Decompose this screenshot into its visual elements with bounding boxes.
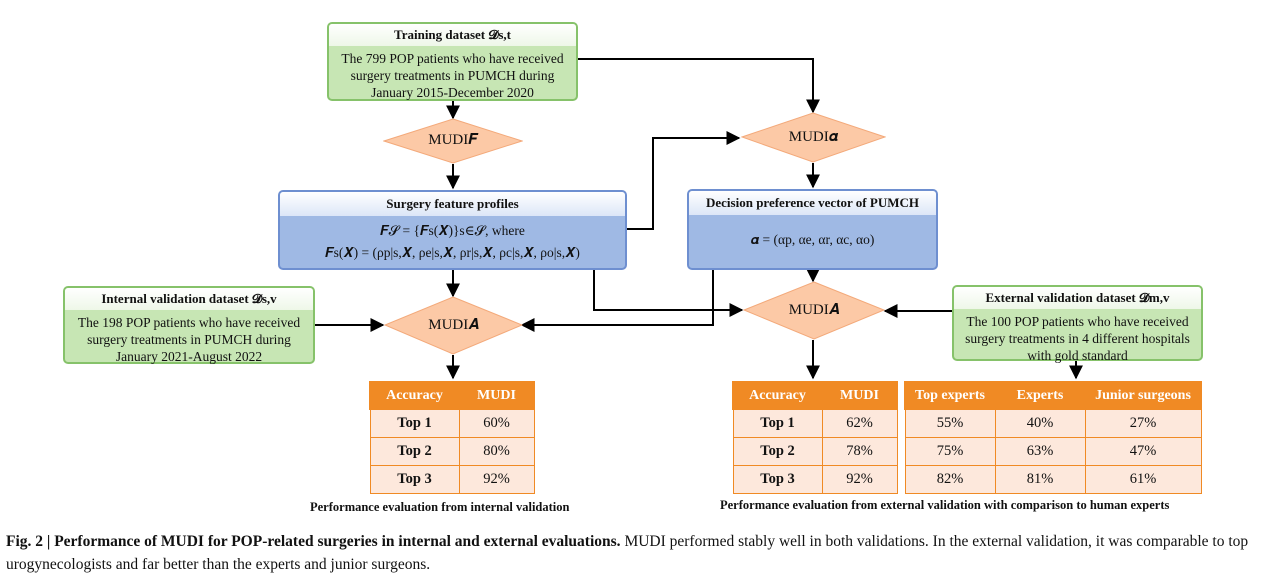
external-validation-dataset-body: The 100 POP patients who have received s… <box>965 314 1190 363</box>
table-header-top-experts: Top experts <box>904 381 996 410</box>
table-cell-value: 61% <box>1084 464 1202 494</box>
table-cell-value: 47% <box>1084 436 1202 466</box>
internal-validation-dataset-body: The 198 POP patients who have received s… <box>77 315 301 364</box>
external-evaluation-caption: Performance evaluation from external val… <box>720 498 1170 512</box>
internal-evaluation-caption: Performance evaluation from internal val… <box>310 500 570 514</box>
table-cell-value: 78% <box>821 436 898 466</box>
table-cell-value: 62% <box>821 408 898 438</box>
table-cell-value: 81% <box>994 464 1086 494</box>
table-header-mudi: MUDI <box>458 381 535 410</box>
table-cell-value: 27% <box>1084 408 1202 438</box>
internal-validation-dataset-box: Internal validation dataset 𝓓s,v The 198… <box>63 286 315 364</box>
table-row-label: Top 2 <box>732 436 823 466</box>
table-cell-value: 80% <box>458 436 535 466</box>
training-dataset-box: Training dataset 𝓓s,t The 799 POP patien… <box>327 22 578 101</box>
table-cell-value: 63% <box>994 436 1086 466</box>
table-row-label: Top 1 <box>369 408 460 438</box>
surgery-feature-profiles-title: Surgery feature profiles <box>280 192 625 216</box>
mudi-a-internal-label: MUDI𝑨 <box>428 316 479 333</box>
mudi-a-internal-diamond: MUDI𝑨 <box>384 296 523 355</box>
mudi-alpha-label: MUDI𝜶 <box>788 128 839 145</box>
table-header-mudi: MUDI <box>821 381 898 410</box>
surgery-feature-vector-formula: 𝑭s(𝑿) = (ρp|s,𝑿, ρe|s,𝑿, ρr|s,𝑿, ρc|s,𝑿,… <box>325 245 580 260</box>
table-row-label: Top 2 <box>369 436 460 466</box>
table-cell-value: 60% <box>458 408 535 438</box>
figure-caption: Fig. 2 | Performance of MUDI for POP-rel… <box>6 530 1264 576</box>
internal-validation-dataset-title: Internal validation dataset 𝓓s,v <box>65 288 313 310</box>
table-cell-value: 92% <box>821 464 898 494</box>
table-header-accuracy: Accuracy <box>732 381 823 410</box>
external-results-table: Accuracy MUDI Top 1 62% Top 2 78% Top 3 … <box>732 381 898 494</box>
table-cell-value: 40% <box>994 408 1086 438</box>
figure-caption-label: Fig. 2 | Performance of MUDI for POP-rel… <box>6 533 621 550</box>
mudi-a-external-label: MUDI𝑨 <box>788 301 840 318</box>
human-experts-table: Top experts Experts Junior surgeons 55% … <box>904 381 1202 494</box>
decision-preference-vector-box: Decision preference vector of PUMCH 𝜶 = … <box>687 189 938 270</box>
table-row-label: Top 3 <box>732 464 823 494</box>
alpha-vector-formula: 𝜶 = (αp, αe, αr, αc, αo) <box>750 232 875 247</box>
table-header-accuracy: Accuracy <box>369 381 460 410</box>
table-cell-value: 55% <box>904 408 996 438</box>
table-row-label: Top 1 <box>732 408 823 438</box>
figure-caption-text: MUDI performed stably well in both valid… <box>6 533 1249 573</box>
arrow-profiles-to-mudi-a-right <box>593 270 744 317</box>
surgery-feature-set-formula: 𝑭𝓢 = {𝑭s(𝑿)}s∈𝓢, where <box>380 223 525 238</box>
mudi-a-external-diamond: MUDI𝑨 <box>743 281 885 340</box>
decision-preference-vector-title: Decision preference vector of PUMCH <box>689 191 936 215</box>
table-cell-value: 92% <box>458 464 535 494</box>
table-cell-value: 75% <box>904 436 996 466</box>
surgery-feature-profiles-box: Surgery feature profiles 𝑭𝓢 = {𝑭s(𝑿)}s∈𝓢… <box>278 190 627 270</box>
table-header-experts: Experts <box>994 381 1086 410</box>
arrow-training-to-mudi-alpha <box>578 58 820 114</box>
mudi-f-label: MUDI𝑭 <box>428 132 478 149</box>
table-row-label: Top 3 <box>369 464 460 494</box>
table-cell-value: 82% <box>904 464 996 494</box>
arrow-vector-to-mudi-a-left <box>520 270 714 332</box>
training-dataset-body: The 799 POP patients who have received s… <box>341 51 564 100</box>
table-header-junior-surgeons: Junior surgeons <box>1084 381 1202 410</box>
external-validation-dataset-title: External validation dataset 𝓓m,v <box>954 287 1201 309</box>
mudi-alpha-diamond: MUDI𝜶 <box>741 112 886 163</box>
arrow-profiles-to-mudi-alpha <box>627 131 741 230</box>
mudi-f-diamond: MUDI𝑭 <box>383 118 523 164</box>
external-validation-dataset-box: External validation dataset 𝓓m,v The 100… <box>952 285 1203 363</box>
internal-results-table: Accuracy MUDI Top 1 60% Top 2 80% Top 3 … <box>369 381 535 494</box>
training-dataset-title: Training dataset 𝓓s,t <box>329 24 576 46</box>
